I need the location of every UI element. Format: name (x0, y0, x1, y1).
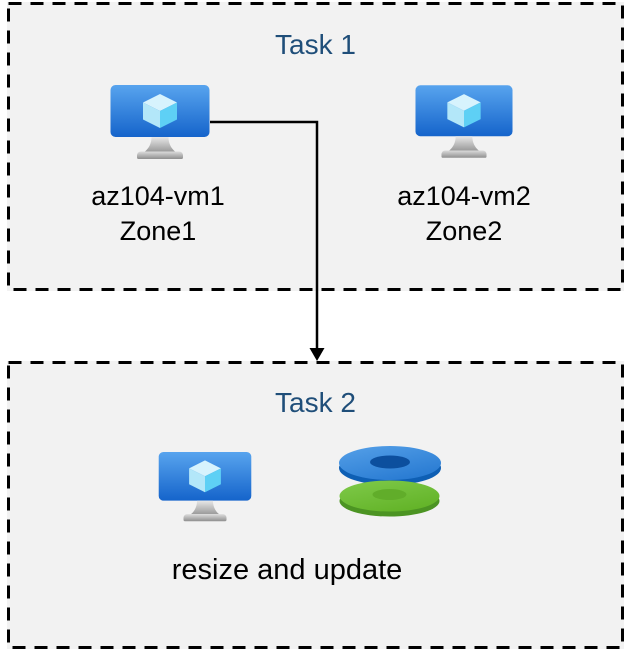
vm1-name: az104-vm1 (91, 181, 225, 211)
task1-title: Task 1 (275, 29, 356, 60)
vm2-zone: Zone2 (425, 216, 503, 246)
task2-caption: resize and update (171, 554, 403, 586)
virtual-machine-icon (110, 85, 210, 159)
virtual-machine-icon (158, 452, 252, 522)
vm1-label: az104-vm1 Zone1 (38, 179, 278, 249)
vm2-name: az104-vm2 (397, 181, 531, 211)
vm1-zone: Zone1 (119, 216, 197, 246)
arrowhead-icon (309, 348, 325, 361)
virtual-machine-icon (415, 85, 513, 158)
disks-icon (339, 446, 441, 517)
vm2-label: az104-vm2 Zone2 (344, 179, 584, 249)
task2-box: Task 2 (7, 361, 624, 649)
task2-title: Task 2 (275, 387, 356, 418)
